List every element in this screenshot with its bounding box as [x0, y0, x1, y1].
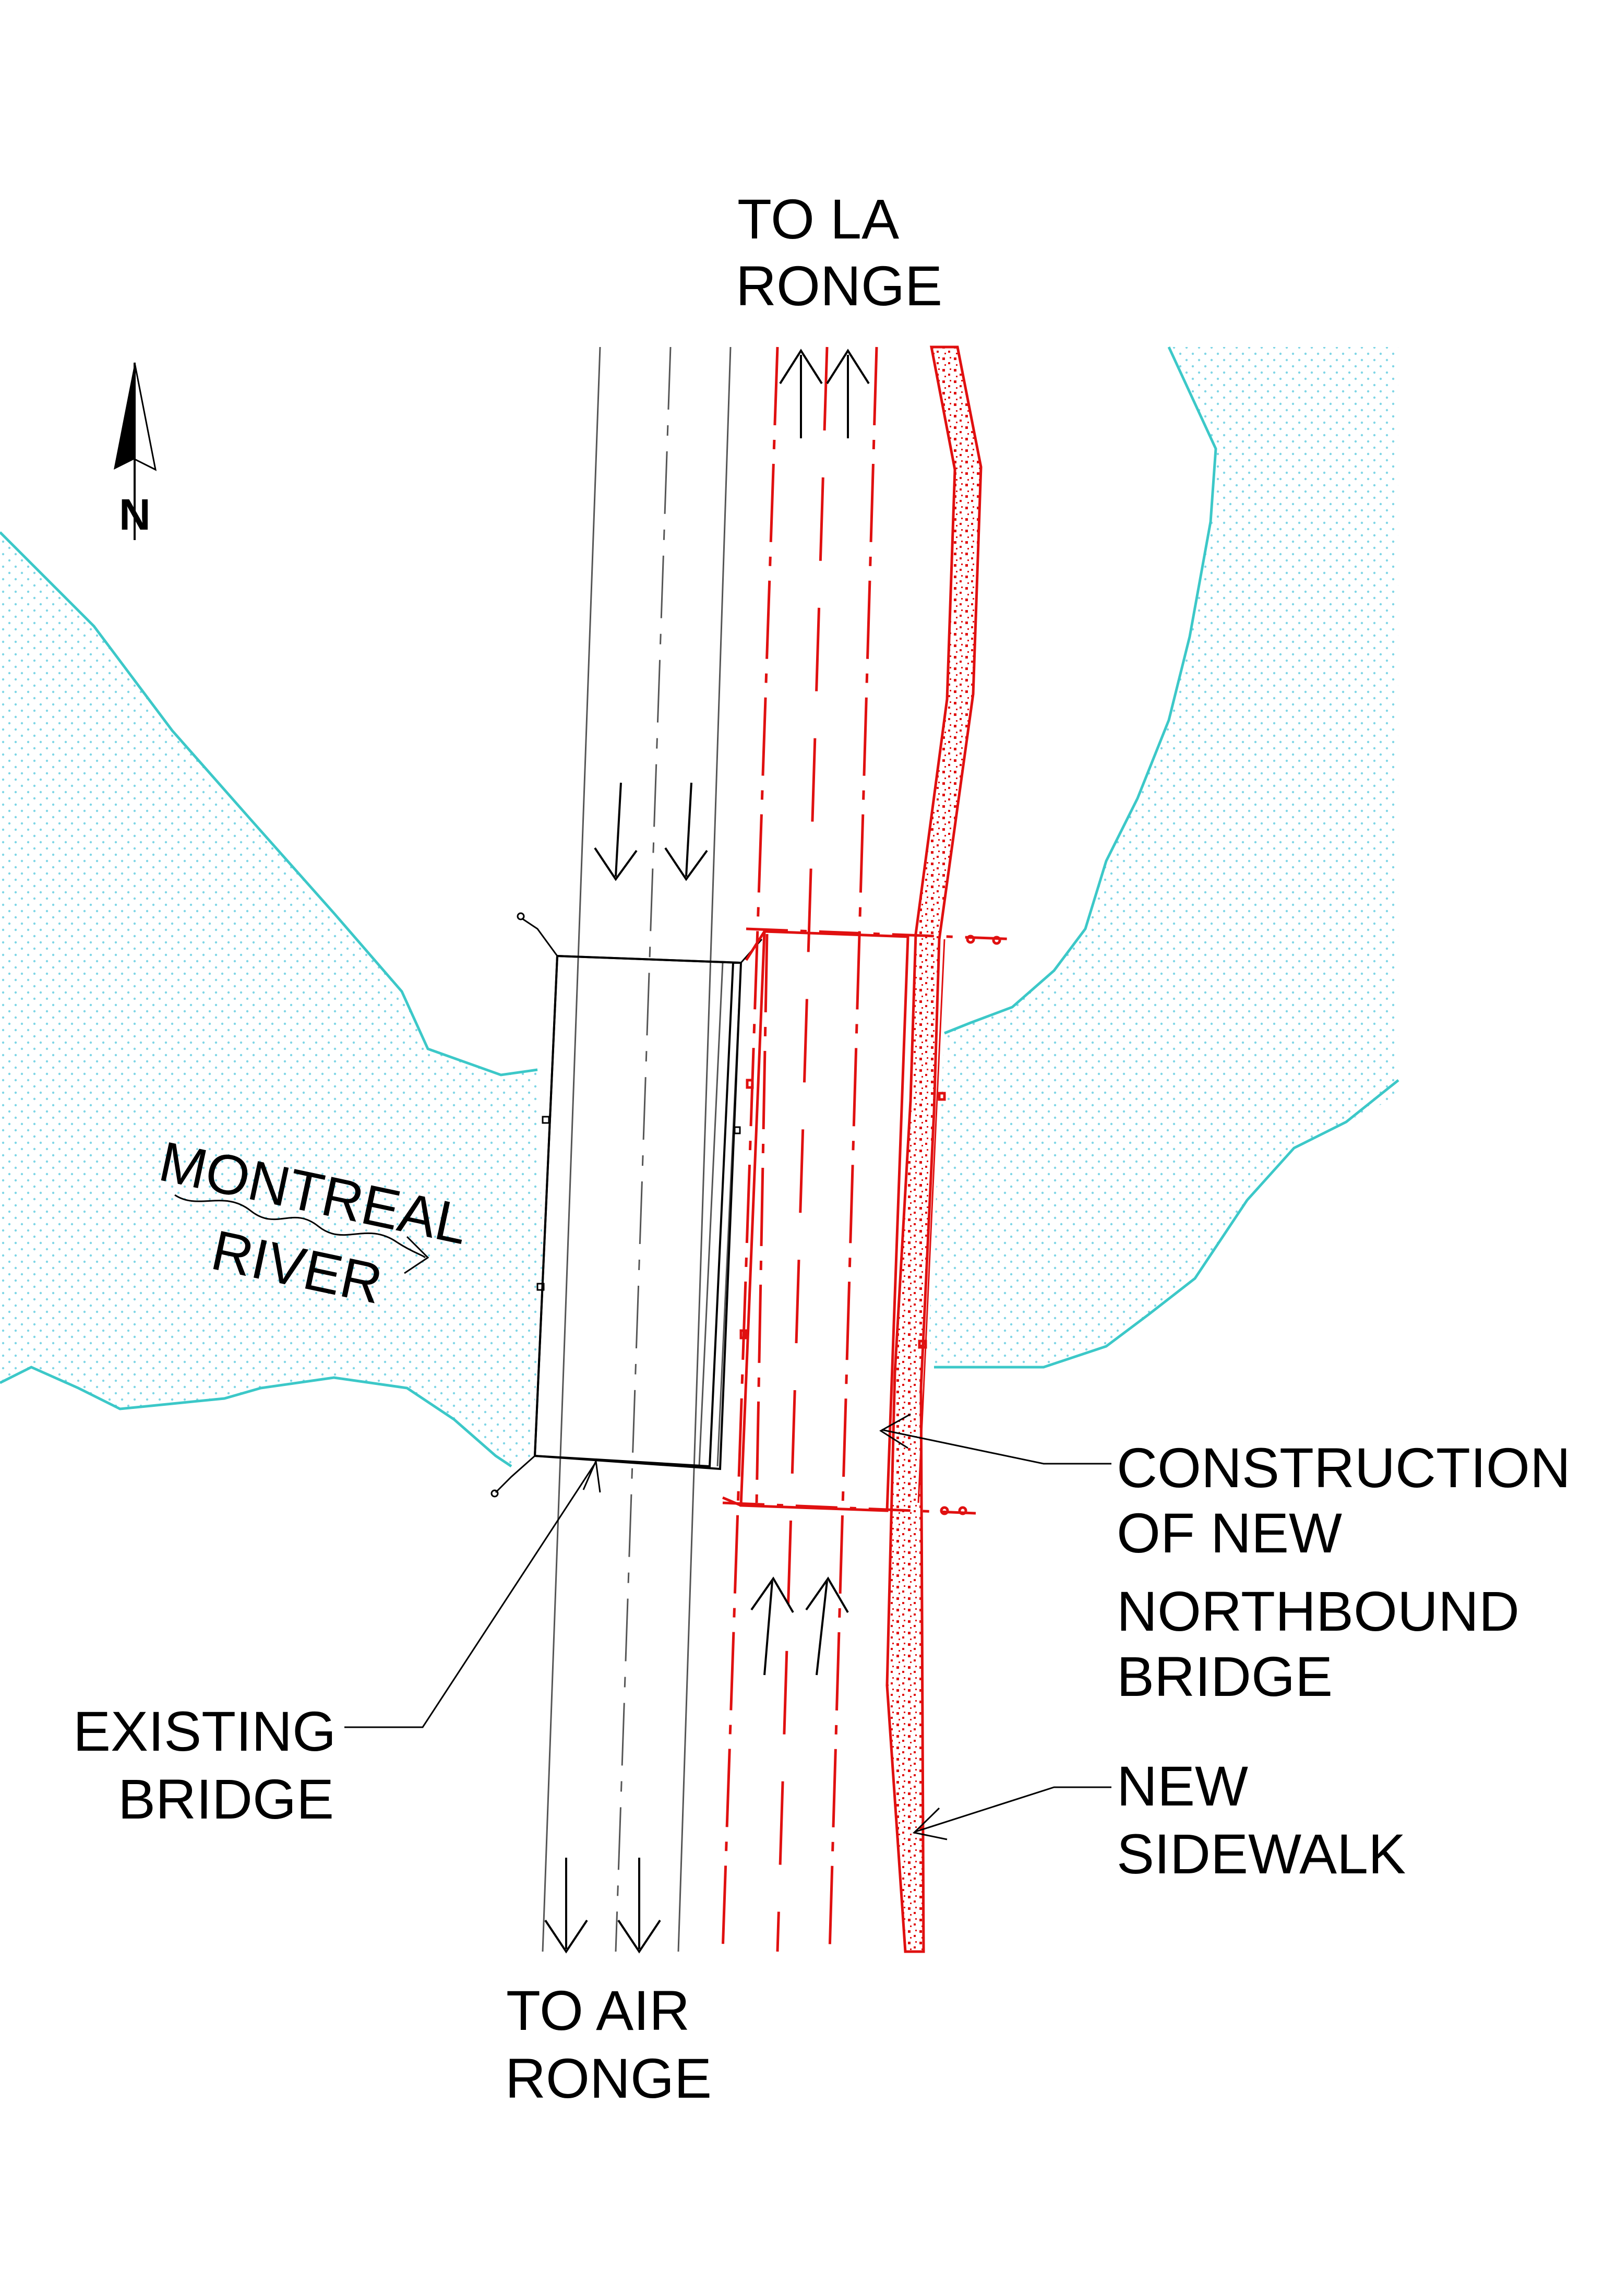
traffic-arrows: [544, 349, 870, 1954]
new-sidewalk: [885, 345, 983, 1953]
existing-road: [542, 346, 742, 1952]
proposed-road: [721, 346, 878, 1952]
label-to-air-ronge-line2: RONGE: [505, 2047, 712, 2110]
label-existing-bridge-line2: BRIDGE: [118, 1767, 334, 1831]
label-existing-bridge: EXISTING BRIDGE: [73, 1458, 601, 1831]
arrow-icon-leader-existing-bridge: [582, 1458, 601, 1493]
arrow-icon-river-flow: [404, 1236, 429, 1274]
proposed-road-edge-east: [828, 346, 878, 1952]
arrow-icon-northbound-top-1: [779, 349, 823, 438]
river-outline-north-west: [0, 531, 538, 1077]
river-water-east: [929, 347, 1398, 1367]
existing-road-centreline: [615, 346, 672, 1952]
label-to-la-ronge-line1: TO LA: [737, 187, 899, 250]
existing-bridge-deck-outline: [533, 954, 743, 1470]
arrow-icon-leader-new-bridge: [879, 1413, 911, 1449]
proposed-road-centreline: [776, 346, 829, 1952]
arrow-icon-northbound-low-2: [805, 1576, 849, 1676]
label-new-bridge-line3: NORTHBOUND: [1117, 1580, 1519, 1643]
river-outline-south-east: [934, 1079, 1399, 1369]
label-new-sidewalk-line1: NEW: [1117, 1754, 1248, 1817]
arrow-icon-leader-new-sidewalk: [912, 1807, 948, 1840]
arrow-icon-southbound-mid-2: [664, 782, 708, 881]
existing-bridge-rail-1: [698, 962, 724, 1467]
arrow-icon-northbound-top-2: [826, 349, 870, 438]
arrow-icon-southbound-mid-1: [594, 782, 638, 881]
leader-new-sidewalk: [915, 1786, 1111, 1833]
proposed-roadside-west: [755, 934, 769, 1503]
north-label: N: [119, 490, 151, 539]
label-new-bridge-line4: BRIDGE: [1117, 1645, 1333, 1708]
label-existing-bridge-line1: EXISTING: [73, 1700, 336, 1763]
label-to-la-ronge: TO LA RONGE: [736, 187, 942, 317]
existing-road-edge-east: [677, 346, 732, 1952]
leader-existing-bridge: [344, 1463, 596, 1728]
proposed-road-edge-west: [721, 346, 779, 1952]
river-outline-north-east: [944, 346, 1217, 1035]
north-arrow-icon: [114, 362, 157, 540]
river-water: [0, 346, 1399, 1468]
river-water-west: [0, 532, 543, 1466]
label-new-northbound-bridge: CONSTRUCTION OF NEW NORTHBOUND BRIDGE: [879, 1413, 1571, 1708]
arrow-icon-northbound-low-1: [750, 1576, 794, 1676]
arrow-icon-southbound-bottom-1: [544, 1858, 588, 1954]
label-new-bridge-line2: OF NEW: [1117, 1501, 1342, 1564]
river-outline-south-west: [0, 1366, 512, 1468]
label-new-bridge-line1: CONSTRUCTION: [1117, 1436, 1571, 1499]
leader-new-bridge: [881, 1429, 1111, 1465]
label-to-air-ronge: TO AIR RONGE: [505, 1979, 712, 2110]
river-flow-squiggle: [174, 1194, 426, 1259]
label-new-sidewalk: NEW SIDEWALK: [912, 1754, 1406, 1885]
label-to-air-ronge-line1: TO AIR: [506, 1979, 690, 2042]
label-new-sidewalk-line2: SIDEWALK: [1117, 1822, 1406, 1885]
arrow-icon-southbound-bottom-2: [617, 1858, 661, 1954]
new-bridge-deck: [722, 927, 1018, 1515]
existing-road-edge-west: [542, 346, 601, 1952]
existing-bridge-deck: [533, 954, 740, 1468]
label-to-la-ronge-line2: RONGE: [736, 254, 942, 317]
